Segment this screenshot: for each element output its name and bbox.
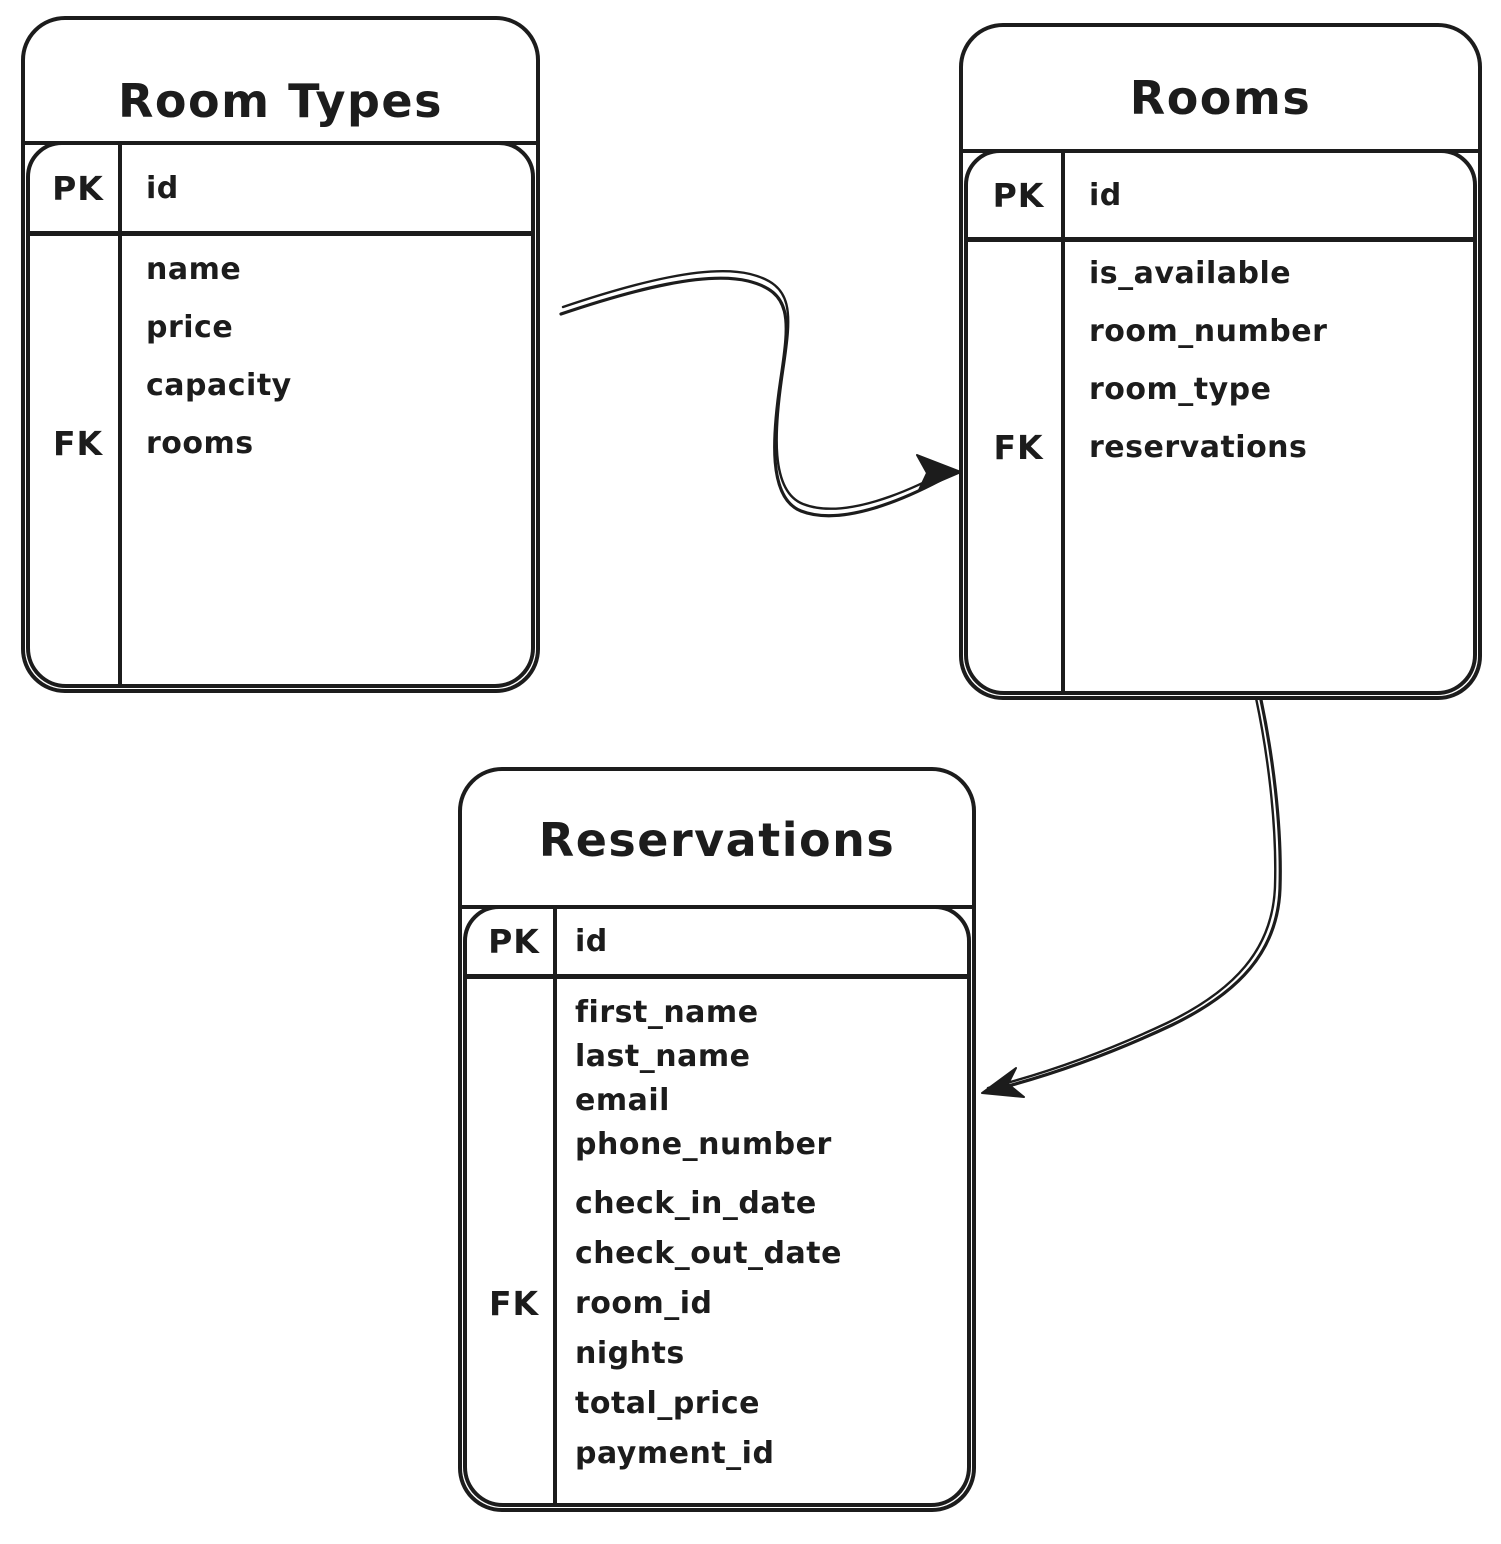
attribute-name: price	[146, 309, 234, 345]
attribute-rows: is_available room_number room_type FK re…	[968, 242, 1473, 476]
pk-badge: PK	[488, 922, 540, 961]
table-row: capacity	[30, 356, 531, 414]
attribute-name: capacity	[146, 367, 292, 403]
table-row: email	[467, 1078, 967, 1122]
pk-field: id	[146, 170, 179, 206]
attribute-name: name	[146, 251, 242, 287]
table-row: check_in_date	[467, 1178, 967, 1228]
attribute-name: check_out_date	[575, 1235, 842, 1271]
attribute-name: phone_number	[575, 1126, 832, 1162]
attribute-name: first_name	[575, 994, 759, 1030]
entity-table-reservations[interactable]: Reservations PK id first_name last_name	[458, 767, 976, 1512]
key-column-divider	[30, 145, 122, 684]
key-column-divider	[968, 153, 1065, 691]
attribute-name: check_in_date	[575, 1185, 817, 1221]
attribute-name: room_id	[575, 1285, 713, 1321]
attribute-name: room_number	[1089, 313, 1328, 349]
table-body: PK id first_name last_name email	[462, 905, 972, 1507]
attribute-name: is_available	[1089, 255, 1292, 291]
relationship-arrow-room-types-to-rooms[interactable]	[559, 270, 962, 518]
arrowhead-icon	[916, 454, 962, 491]
attribute-name: last_name	[575, 1038, 751, 1074]
attribute-name: reservations	[1089, 429, 1308, 465]
attribute-name: rooms	[146, 425, 254, 461]
pk-row: PK id	[467, 909, 967, 979]
table-body: PK id name price capacity FK roo	[25, 141, 536, 688]
fk-badge: FK	[52, 423, 104, 463]
table-row: nights	[467, 1328, 967, 1378]
table-row: first_name	[467, 990, 967, 1034]
table-row: FK room_id	[467, 1278, 967, 1328]
table-row: FK rooms	[30, 414, 531, 472]
table-header-divider	[963, 149, 1478, 153]
table-header-divider	[25, 141, 536, 145]
table-body: PK id is_available room_number room_type…	[963, 149, 1478, 695]
table-title: Room Types	[118, 74, 443, 128]
pk-row: PK id	[30, 145, 531, 236]
table-row: phone_number	[467, 1122, 967, 1166]
arrowhead-icon	[981, 1067, 1025, 1098]
attribute-name: payment_id	[575, 1435, 775, 1471]
table-row: FK reservations	[968, 418, 1473, 476]
table-row: room_type	[968, 360, 1473, 418]
attribute-rows: first_name last_name email phone_number …	[467, 979, 967, 1478]
table-title: Rooms	[1129, 71, 1312, 125]
pk-badge: PK	[992, 175, 1045, 215]
fk-badge: FK	[993, 427, 1044, 467]
connector-line	[559, 276, 950, 518]
key-column-divider	[467, 909, 557, 1503]
table-row: check_out_date	[467, 1228, 967, 1278]
table-row: room_number	[968, 302, 1473, 360]
attribute-rows: name price capacity FK rooms	[30, 236, 531, 472]
table-header-divider	[462, 905, 972, 909]
pk-row: PK id	[968, 153, 1473, 242]
entity-table-rooms[interactable]: Rooms PK id is_available room_number	[959, 23, 1482, 700]
attribute-name: total_price	[575, 1385, 761, 1421]
table-row: name	[30, 240, 531, 298]
table-row: payment_id	[467, 1428, 967, 1478]
entity-table-room-types[interactable]: Room Types PK id name price capacity	[21, 16, 540, 693]
attribute-name: room_type	[1089, 371, 1272, 407]
table-row: last_name	[467, 1034, 967, 1078]
connector-sketch-stroke	[561, 270, 952, 510]
pk-badge: PK	[52, 168, 104, 208]
table-row: is_available	[968, 244, 1473, 302]
fk-badge: FK	[488, 1283, 540, 1323]
relationship-arrow-rooms-to-reservations[interactable]	[981, 696, 1282, 1098]
pk-field: id	[1089, 177, 1122, 213]
connector-sketch-stroke	[986, 696, 1277, 1090]
table-title: Reservations	[538, 813, 896, 867]
connector-line	[991, 698, 1282, 1092]
pk-field: id	[575, 924, 608, 959]
attribute-name: email	[575, 1082, 670, 1118]
attribute-name: nights	[575, 1335, 685, 1371]
table-row: price	[30, 298, 531, 356]
table-row: total_price	[467, 1378, 967, 1428]
